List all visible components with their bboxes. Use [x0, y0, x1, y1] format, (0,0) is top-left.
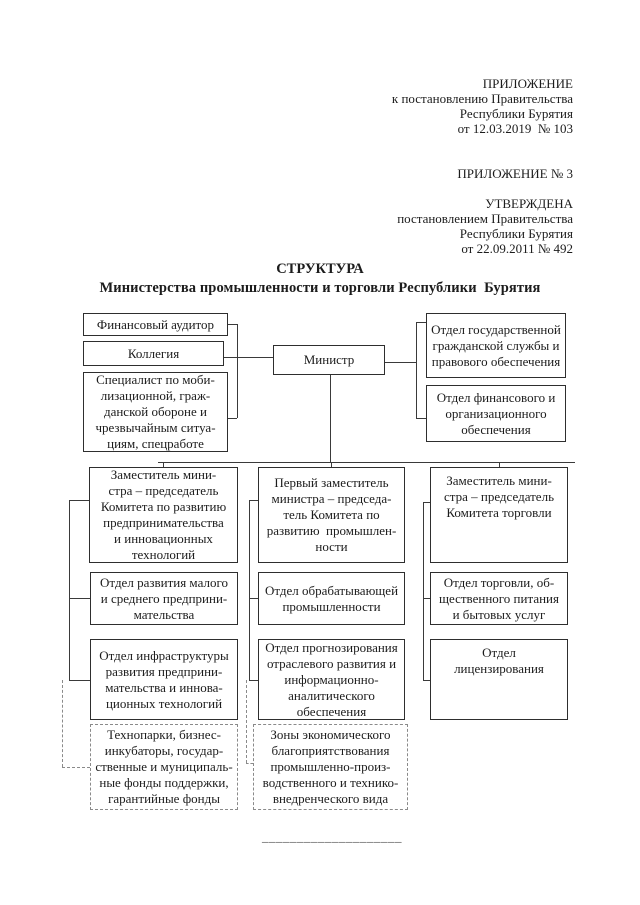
approved-line: постановлением Правительства [397, 211, 573, 226]
page-title: СТРУКТУРА Министерства промышленности и … [0, 260, 640, 298]
box-infrastructure-dept: Отдел инфраструктуры развития предприни-… [90, 639, 238, 720]
connector-left-deputy-stub [69, 500, 89, 501]
connector-infrastructure-stub [69, 680, 90, 681]
box-financial-auditor: Финансовый аудитор [83, 313, 228, 336]
appendix-line: ПРИЛОЖЕНИЕ [482, 76, 573, 91]
box-economic-zones: Зоны экономического благоприятствования … [253, 724, 408, 810]
connector-deputy-center-stub [331, 462, 332, 467]
box-first-deputy-industry: Первый заместитель министра – председа- … [258, 467, 405, 563]
connector-specialist-stub [228, 418, 237, 419]
box-deputy-trade: Заместитель мини- стра – председатель Ко… [430, 467, 568, 563]
approved-line: УТВЕРЖДЕНА [485, 196, 573, 211]
title-line-1: СТРУКТУРА [276, 261, 364, 277]
connector-minister-drop [330, 375, 331, 462]
connector-center-column-vertical [249, 500, 250, 680]
box-sme-development-dept: Отдел развития малого и среднего предпри… [90, 572, 238, 625]
connector-right-column-vertical [423, 502, 424, 680]
connector-sme-stub [69, 598, 90, 599]
connector-technoparks-dashed-stub [62, 767, 90, 768]
footer-rule: ____________________ [262, 829, 402, 844]
box-finance-org-dept: Отдел финансового и организационного обе… [426, 385, 566, 442]
connector-deputies-horizontal [158, 462, 575, 463]
box-trade-catering-services-dept: Отдел торговли, об- щественного питания … [430, 572, 568, 625]
box-mobilization-specialist: Специалист по моби- лизационной, граж- д… [83, 372, 228, 452]
connector-deputy-right-stub [499, 462, 500, 467]
connector-collegium-to-minister [224, 357, 273, 358]
connector-civil-service-stub [416, 322, 426, 323]
box-minister: Министр [273, 345, 385, 375]
connector-forecasting-stub [249, 680, 258, 681]
title-line-2: Министерства промышленности и торговли Р… [99, 280, 541, 296]
approved-line: Республики Бурятия [459, 226, 573, 241]
approved-line: от 22.09.2011 № 492 [461, 241, 573, 256]
connector-left-dashed-vertical [62, 680, 63, 767]
box-manufacturing-dept: Отдел обрабатывающей промышленности [258, 572, 405, 625]
appendix-line: от 12.03.2019 № 103 [457, 121, 573, 136]
connector-finance-org-stub [416, 418, 426, 419]
connector-center-dashed-vertical [246, 680, 247, 763]
appendix-line: к постановлению Правительства [391, 91, 573, 106]
connector-economic-zones-dashed-stub [246, 763, 253, 764]
connector-left-column-vertical [69, 500, 70, 680]
appendix-number: ПРИЛОЖЕНИЕ № 3 [457, 166, 573, 181]
box-collegium: Коллегия [83, 341, 224, 366]
box-deputy-entrepreneurship: Заместитель мини- стра – председатель Ко… [89, 467, 238, 563]
connector-left-staff-vertical [237, 324, 238, 418]
box-forecasting-analytics-dept: Отдел прогнозирования отраслевого развит… [258, 639, 405, 720]
connector-deputy-left-stub [163, 462, 164, 467]
connector-trade-services-stub [423, 598, 430, 599]
connector-fin-auditor-stub [228, 324, 237, 325]
connector-center-deputy-stub [249, 500, 258, 501]
appendix-line: Республики Бурятия [459, 106, 573, 121]
box-licensing-dept: Отдел лицензирования [430, 639, 568, 720]
box-technoparks: Технопарки, бизнес- инкубаторы, государ-… [90, 724, 238, 810]
connector-licensing-stub [423, 680, 430, 681]
box-civil-service-legal-dept: Отдел государственной гражданской службы… [426, 313, 566, 378]
connector-minister-to-right [385, 362, 416, 363]
appendix-block: ПРИЛОЖЕНИЕ к постановлению Правительства… [253, 76, 573, 136]
connector-right-depts-vertical [416, 322, 417, 418]
connector-manufacturing-stub [249, 598, 258, 599]
connector-right-deputy-stub [423, 502, 430, 503]
approved-block: УТВЕРЖДЕНА постановлением Правительства … [253, 196, 573, 256]
